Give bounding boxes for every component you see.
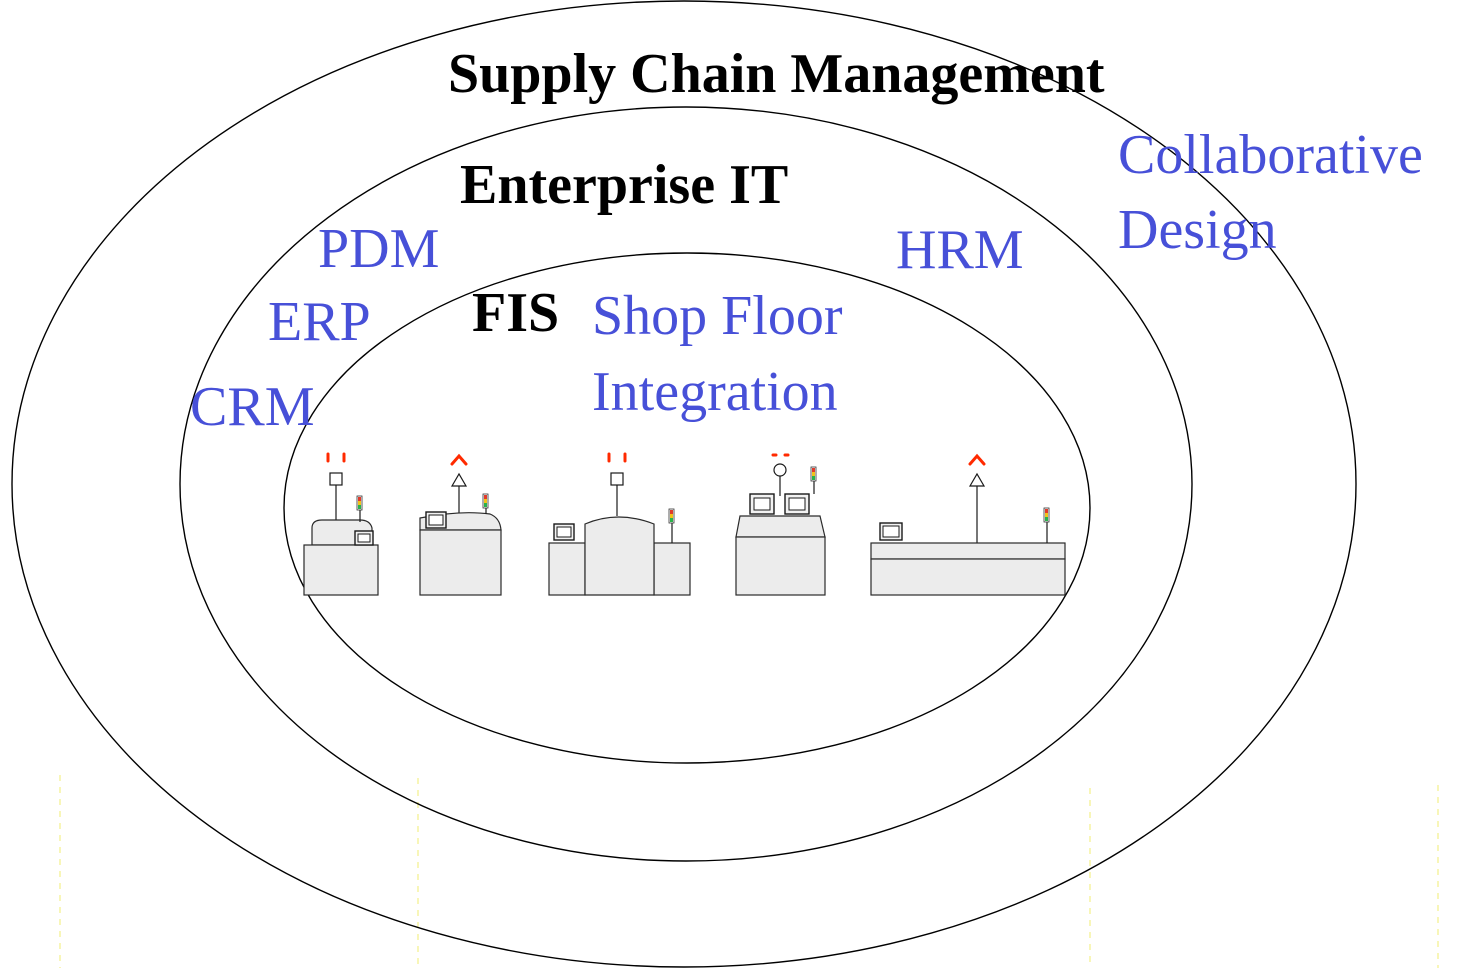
sensor-triangle-icon xyxy=(968,472,986,487)
layer-title-enterprise-it: Enterprise IT xyxy=(460,154,788,216)
machine-center-tower xyxy=(584,516,655,596)
signal-chevron-icon xyxy=(450,453,468,466)
monitor-screen xyxy=(882,525,900,538)
inner-ring-fis xyxy=(283,252,1091,764)
machine-left-wing xyxy=(548,542,586,596)
monitor-screen xyxy=(788,497,806,511)
machine-5 xyxy=(870,453,1066,596)
guide-lines xyxy=(59,775,1439,968)
signal-light-icon xyxy=(1043,507,1050,523)
label-erp: ERP xyxy=(268,291,371,353)
conveyor-top xyxy=(870,542,1066,560)
signal-light-icon xyxy=(356,495,363,511)
layer-title-fis: FIS xyxy=(472,282,559,344)
signal-chevron-icon xyxy=(968,453,986,466)
middle-ring-enterprise-it xyxy=(179,106,1193,862)
machine-2 xyxy=(419,453,502,596)
monitor-screen xyxy=(428,514,444,526)
monitor-screen xyxy=(357,533,371,543)
signal-light-icon xyxy=(810,466,817,482)
machine-base xyxy=(735,536,826,596)
outer-ring-supply-chain xyxy=(11,0,1357,968)
machine-right-wing xyxy=(653,542,691,596)
sensor-square-icon xyxy=(610,472,624,486)
label-hrm: HRM xyxy=(896,219,1024,281)
signal-light-icon xyxy=(482,493,489,509)
monitor-screen xyxy=(556,526,572,538)
conveyor-base xyxy=(870,558,1066,596)
signal-bars-icon xyxy=(607,452,627,463)
label-pdm: PDM xyxy=(318,218,439,280)
sensor-square-icon xyxy=(329,472,343,486)
sensor-circle-icon xyxy=(773,463,787,477)
signal-bars-icon xyxy=(326,452,346,463)
label-integration: Integration xyxy=(592,361,838,423)
machine-3 xyxy=(548,452,691,596)
machine-base xyxy=(419,529,502,596)
machine-top xyxy=(735,515,826,538)
machine-1 xyxy=(303,452,379,596)
sensor-triangle-icon xyxy=(450,472,468,487)
label-collaborative: Collaborative xyxy=(1118,124,1423,186)
signal-light-icon xyxy=(668,508,675,524)
monitor-screen xyxy=(753,497,771,511)
label-shop-floor: Shop Floor xyxy=(592,285,843,347)
machine-4 xyxy=(735,453,826,596)
label-crm: CRM xyxy=(190,376,315,438)
label-design: Design xyxy=(1118,199,1277,261)
layer-title-supply-chain: Supply Chain Management xyxy=(448,43,1105,105)
machine-base xyxy=(303,544,379,596)
